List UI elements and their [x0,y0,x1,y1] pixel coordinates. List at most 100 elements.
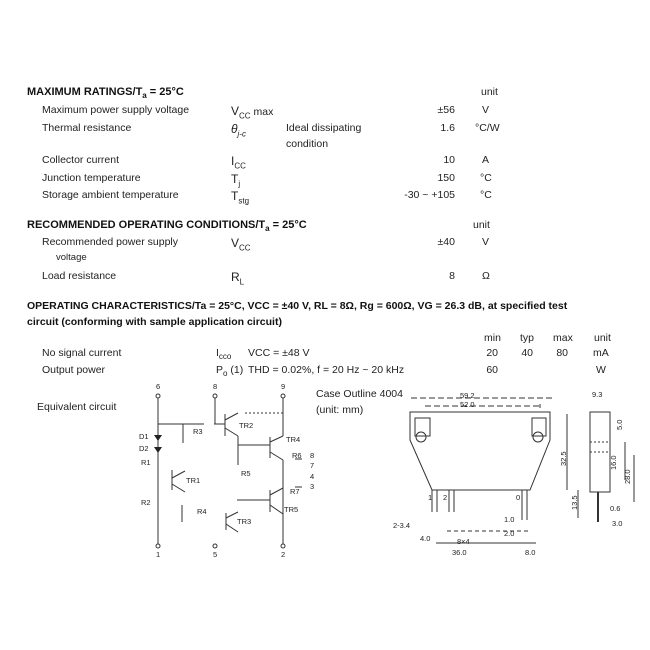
pin-label: 5 [213,550,217,559]
row-label: Thermal resistance [42,122,132,134]
header-max: max [553,332,573,344]
row-min: 20 [486,347,498,359]
row-label: Collector current [42,154,120,166]
dimension-label: 28.0 [623,469,632,484]
diode-icons [154,435,162,453]
row-symbol: Po (1) [216,364,244,379]
row-label: Storage ambient temperature [42,189,179,201]
component-label: D2 [139,444,149,453]
recommended-unit-header: unit [473,219,490,231]
row-symbol: RL [231,270,245,287]
dimension-label: 2.0 [504,529,514,538]
row-condition: VCC = ±48 V [248,347,310,359]
row-label: Output power [42,364,106,376]
row-symbol: Tstg [231,189,250,206]
row-value: ±40 [437,236,455,248]
pin-label: 7 [310,461,314,470]
dimension-label: 16.0 [609,455,618,470]
row-max: 80 [556,347,568,359]
row-label: Recommended power supply [42,236,178,248]
dimension-label: 8×4 [457,537,470,546]
dimension-label: 2-3.4 [393,521,410,530]
row-unit: A [482,154,490,166]
recommended-title: RECOMMENDED OPERATING CONDITIONS/Ta = 25… [27,219,307,234]
header-typ: typ [520,332,535,344]
row-unit: V [482,236,490,248]
pin-label: 1 [428,493,432,502]
row-symbol: VCC [231,236,251,253]
dimension-label: 4.0 [420,534,430,543]
row-unit: °C [480,172,492,184]
row-value: 1.6 [440,122,455,134]
component-label: R7 [290,487,300,496]
component-label: R2 [141,498,151,507]
operating-title: OPERATING CHARACTERISTICS/Ta = 25°C, VCC… [27,300,568,312]
component-label: R6 [292,451,302,460]
row-value: -30 ~ +105 [404,189,455,201]
component-label: R5 [241,469,251,478]
row-symbol: VCC max [231,104,274,121]
dimension-label: 1.0 [504,515,514,524]
row-unit: °C/W [475,122,500,134]
case-outline-drawing [409,397,635,544]
pin-label: 2 [443,493,447,502]
dimension-label: 13.5 [570,495,579,510]
row-condition: THD = 0.02%, f = 20 Hz ~ 20 kHz [248,364,405,376]
max-ratings-title: MAXIMUM RATINGS/Ta = 25°C [27,86,184,101]
max-ratings-unit-header: unit [481,86,498,98]
row-value: 8 [449,270,455,282]
header-min: min [484,332,501,344]
circuit-wires [157,397,302,545]
dimension-label: 5.0 [615,420,624,430]
row-symbol: Tj [231,172,241,189]
dimension-label: 9.3 [592,390,602,399]
header-unit: unit [594,332,611,344]
equivalent-circuit-label: Equivalent circuit [37,401,117,413]
row-symbol: ICC [231,154,246,171]
operating-title-line2: circuit (conforming with sample applicat… [27,316,282,328]
component-label: TR5 [284,505,298,514]
row-condition: Ideal dissipating [286,122,362,134]
row-label: Maximum power supply voltage [42,104,190,116]
pin-label: 0 [516,493,520,502]
row-typ: 40 [521,347,533,359]
dimension-label: 59.2 [460,391,475,400]
pin-label: 6 [156,382,160,391]
row-value: 150 [437,172,455,184]
row-label: voltage [56,252,87,263]
row-unit: Ω [482,270,490,282]
row-value: 10 [443,154,455,166]
pin-label: 3 [310,482,314,491]
row-symbol: Icco [216,347,232,362]
row-unit: W [596,364,606,376]
dimension-label: 3.0 [612,519,622,528]
dimension-label: 32.5 [559,451,568,466]
row-label: No signal current [42,347,122,359]
row-symbol: θj-c [231,122,246,139]
dimension-label: 0.6 [610,504,620,513]
pin-label: 9 [281,382,285,391]
case-outline-unit-note: (unit: mm) [316,404,364,416]
component-label: R3 [193,427,203,436]
pin-label: 1 [156,550,160,559]
circuit-pins [155,393,286,549]
pin-label: 8 [310,451,314,460]
pin-label: 8 [213,382,217,391]
component-label: D1 [139,432,149,441]
component-label: TR3 [237,517,251,526]
component-label: TR1 [186,476,200,485]
row-unit: V [482,104,490,116]
case-outline-label: Case Outline 4004 [316,388,403,400]
row-min: 60 [486,364,498,376]
component-label: R4 [197,507,207,516]
row-label: Load resistance [42,270,117,282]
component-label: TR4 [286,435,300,444]
pin-label: 2 [281,550,285,559]
row-unit: mA [593,347,609,359]
pin-label: 4 [310,472,314,481]
row-value: ±56 [437,104,455,116]
row-label: Junction temperature [42,172,141,184]
dimension-label: 36.0 [452,548,467,557]
